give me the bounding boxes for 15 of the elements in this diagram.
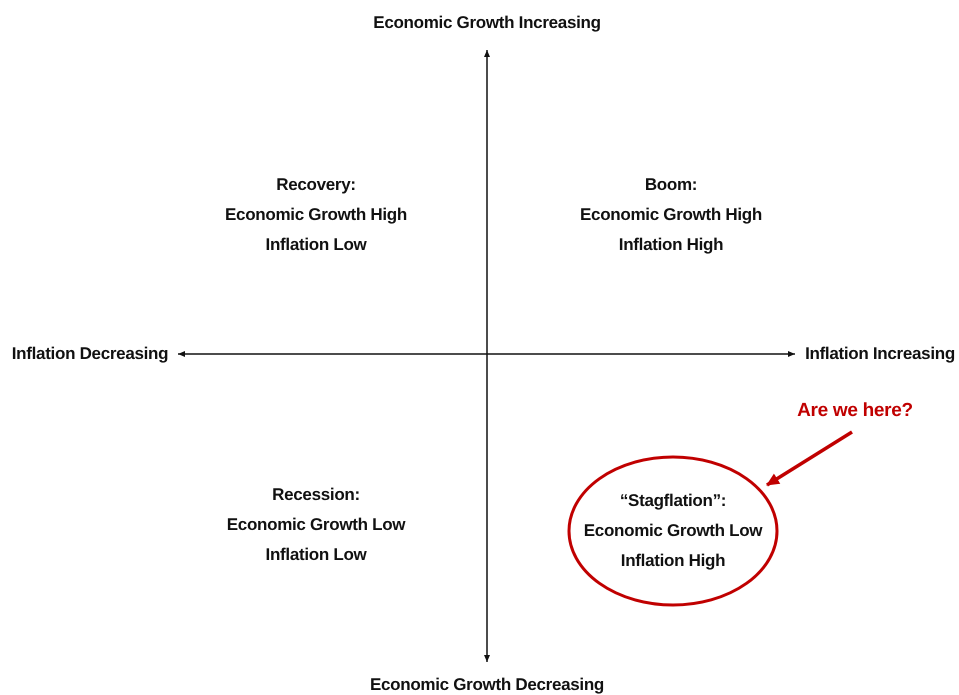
quadrant-heading: Boom: [644, 174, 698, 196]
axis-label: Economic Growth Increasing [372, 12, 602, 34]
axis-label: Economic Growth Decreasing [368, 674, 606, 695]
quadrant-text: Economic Growth High Inflation Low [224, 204, 408, 256]
axis-label: Inflation Increasing [804, 343, 956, 365]
highlight-circle [567, 455, 779, 607]
quadrant-text: Economic Growth Low Inflation High [582, 520, 764, 572]
callout-text: Are we here? [790, 396, 920, 426]
axis-label: Inflation Decreasing [10, 343, 170, 365]
quadrant-text: Economic Growth Low Inflation Low [226, 514, 406, 566]
quadrant-heading: Recession: [271, 484, 361, 506]
quadrant-text: “Stagflation”: [618, 490, 728, 512]
quadrant-heading: Recovery: [275, 174, 357, 196]
quadrant-text: Economic Growth High Inflation High [579, 204, 763, 256]
arrow [766, 430, 853, 486]
